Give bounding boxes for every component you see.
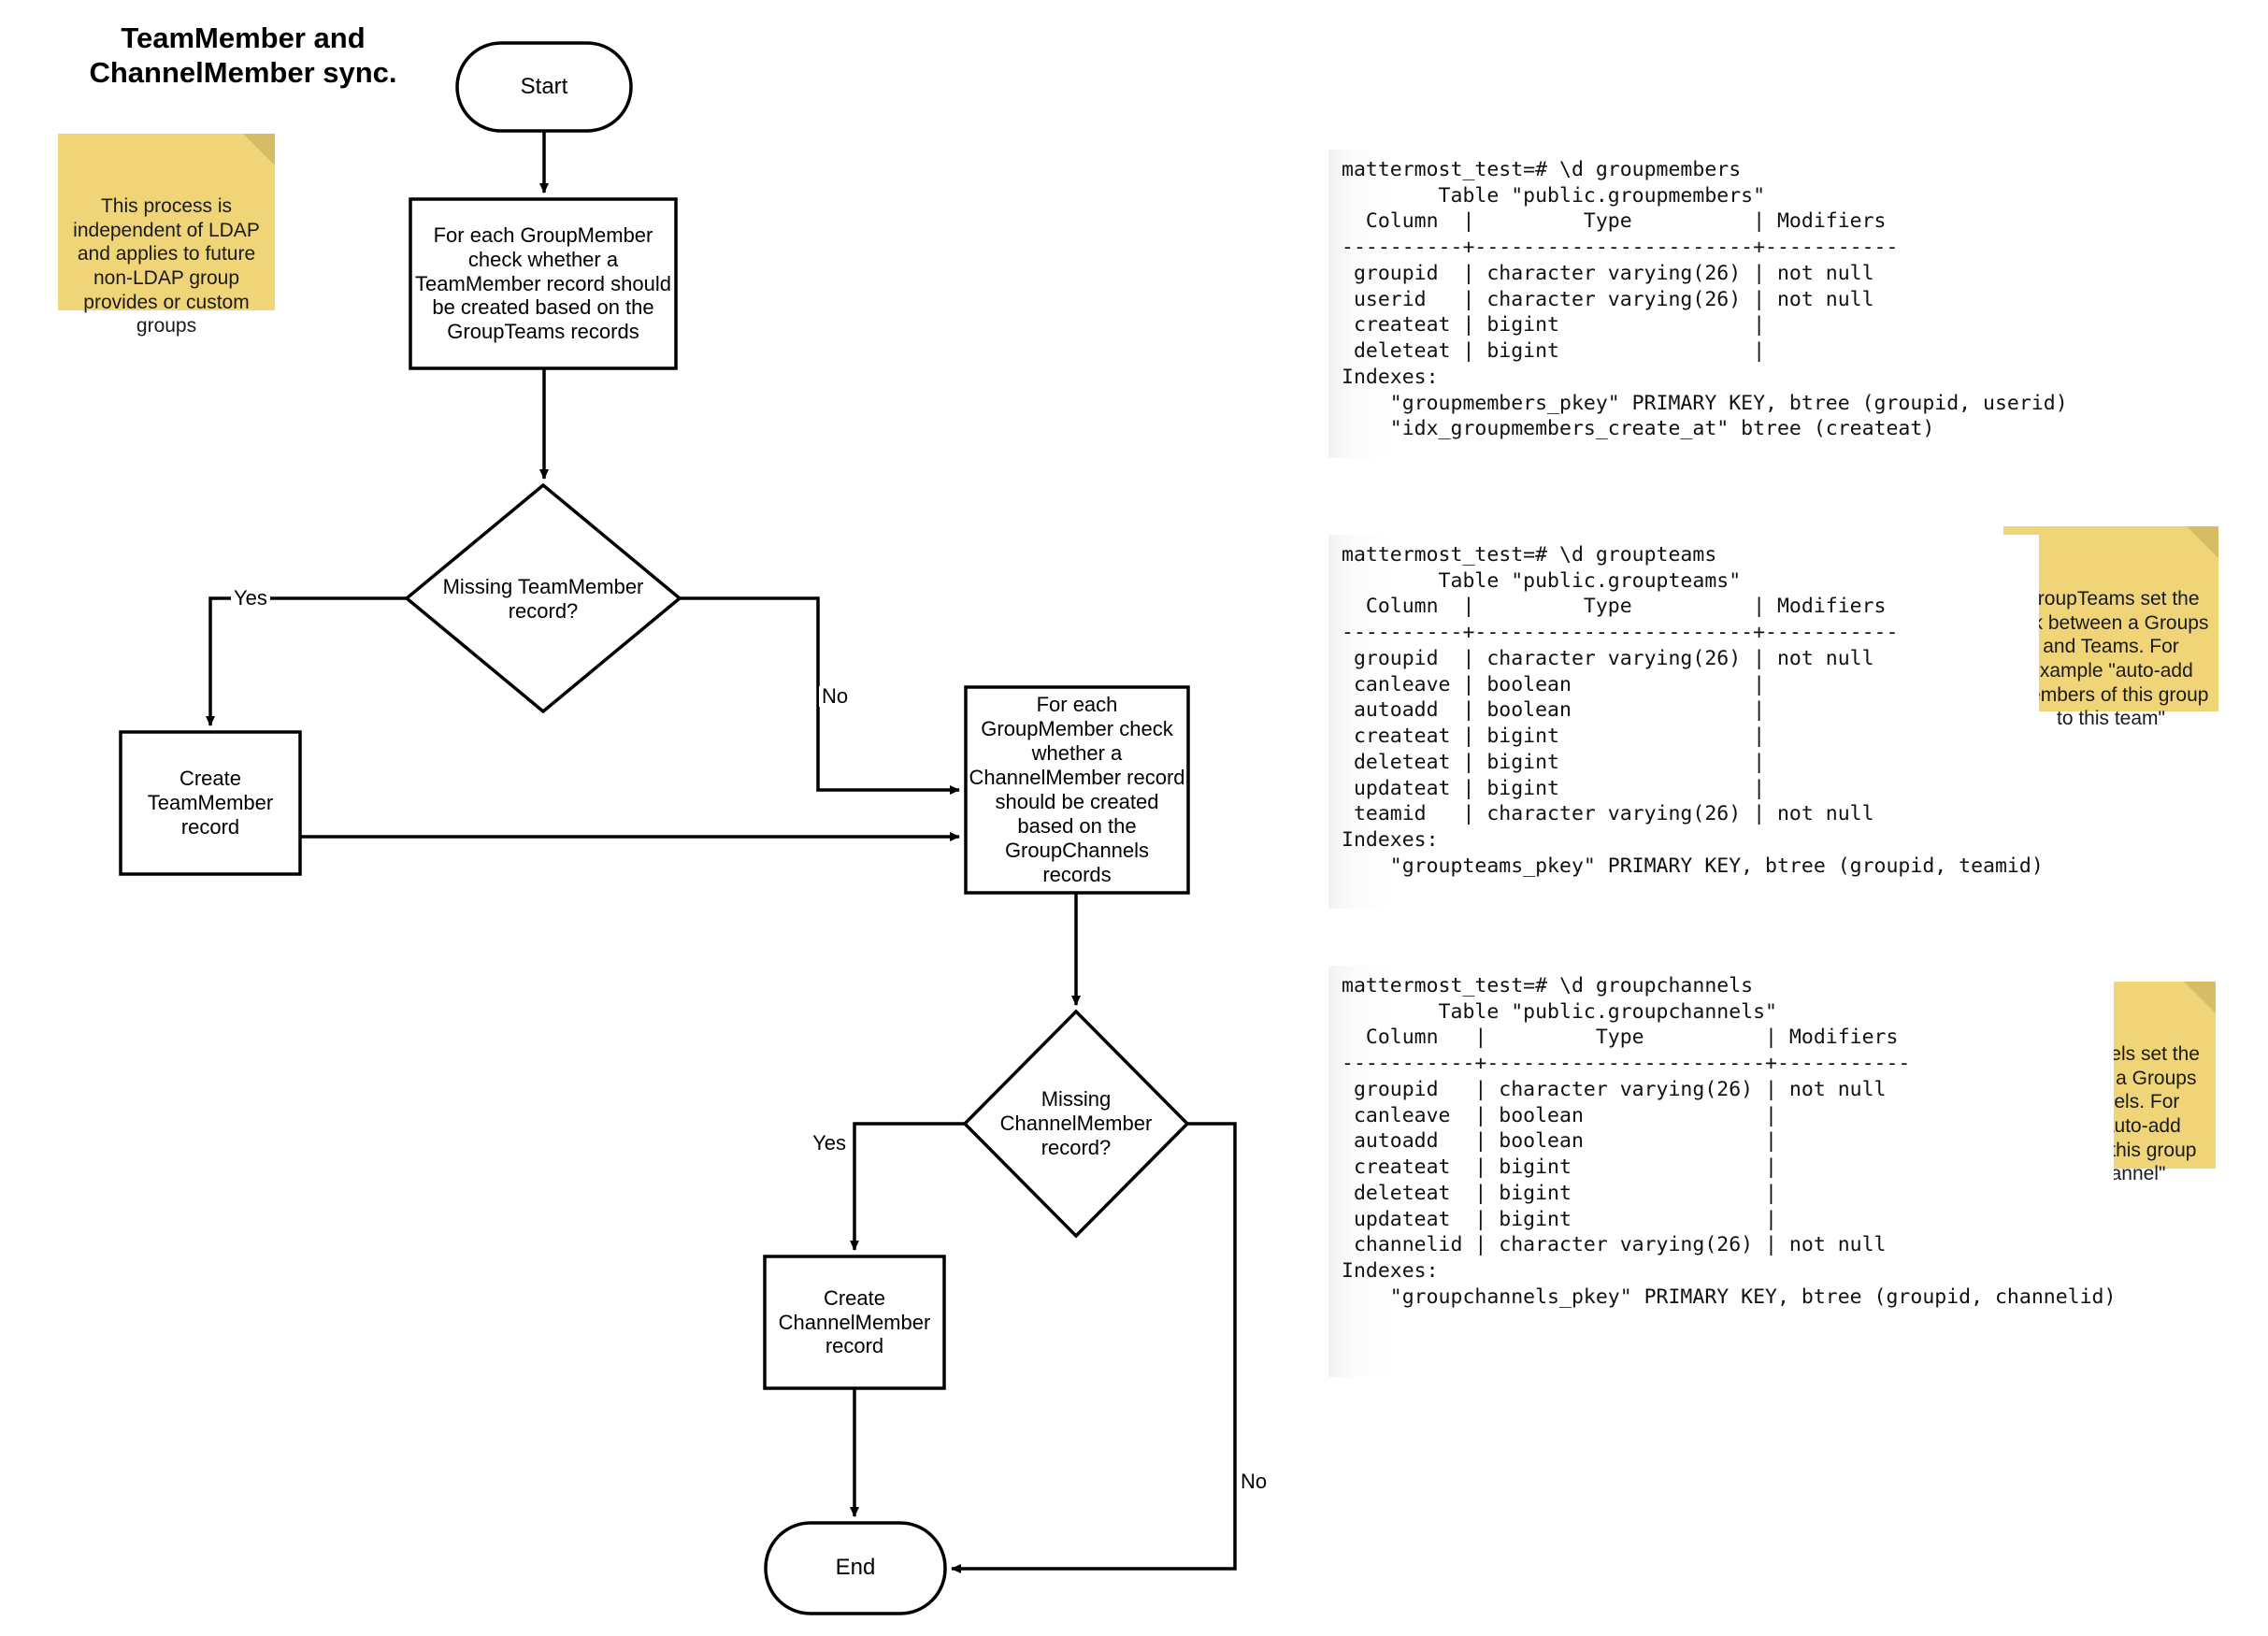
node-label-end[interactable]: End bbox=[835, 1555, 876, 1581]
node-label-dec-team[interactable]: Missing TeamMember record? bbox=[442, 575, 644, 623]
sticky-note-groupteams[interactable]: GroupTeams set the link between a Groups… bbox=[2003, 526, 2218, 729]
node-label-create-channel[interactable]: Create ChannelMember record bbox=[778, 1285, 931, 1358]
node-label-create-team[interactable]: Create TeamMember record bbox=[147, 767, 274, 839]
edge-dec-team-yes bbox=[206, 596, 407, 726]
sticky-fold-corner-icon bbox=[2184, 982, 2216, 1013]
edge-label-team-no: No bbox=[819, 686, 852, 707]
edge-dec-channel-yes bbox=[850, 1122, 965, 1251]
edge-label-channel-yes: Yes bbox=[810, 1133, 849, 1154]
sticky-note-ldap-text: This process is independent of LDAP and … bbox=[73, 195, 260, 337]
psql-output-groupteams: mattermost_test=# \d groupteams Table "p… bbox=[1328, 535, 2044, 909]
edge-label-channel-no: No bbox=[1238, 1471, 1270, 1492]
psql-output-groupchannels: mattermost_test=# \d groupchannels Table… bbox=[1328, 966, 2116, 1377]
sticky-fold-corner-icon bbox=[243, 134, 275, 165]
node-label-dec-channel[interactable]: Missing ChannelMember record? bbox=[999, 1087, 1153, 1159]
sticky-note-ldap[interactable]: This process is independent of LDAP and … bbox=[58, 134, 275, 337]
node-label-proc-channels[interactable]: For each GroupMember check whether a Cha… bbox=[969, 693, 1185, 886]
sticky-fold-corner-icon bbox=[2187, 526, 2218, 558]
sticky-note-groupteams-text: GroupTeams set the link between a Groups… bbox=[2013, 588, 2209, 730]
node-label-start[interactable]: Start bbox=[520, 73, 568, 99]
page-title: TeamMember and ChannelMember sync. bbox=[89, 22, 397, 90]
edge-label-team-yes: Yes bbox=[231, 588, 270, 609]
node-label-proc-teams[interactable]: For each GroupMember check whether a Tea… bbox=[415, 222, 671, 344]
psql-output-groupmembers: mattermost_test=# \d groupmembers Table … bbox=[1328, 150, 2068, 458]
edge-dec-channel-no bbox=[951, 1122, 1237, 1573]
